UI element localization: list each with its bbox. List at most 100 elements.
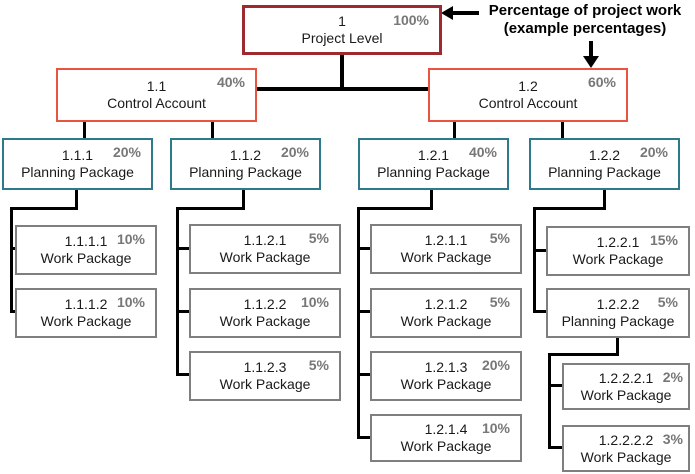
connector-branch bbox=[176, 247, 190, 250]
connector-rail bbox=[176, 207, 179, 376]
node-id: 1.1.2 bbox=[229, 147, 262, 163]
connector-stub bbox=[242, 190, 245, 210]
node-label: Work Package bbox=[400, 376, 492, 392]
node-percent: 15% bbox=[649, 232, 678, 248]
node-label: Work Package bbox=[400, 249, 492, 265]
node-percent: 40% bbox=[468, 144, 497, 160]
wbs-node-1.2.1.2: 5% 1.2.1.2 Work Package bbox=[370, 288, 522, 338]
connector-trunk bbox=[340, 55, 344, 90]
node-percent: 10% bbox=[116, 294, 145, 310]
node-id: 1.2.1.3 bbox=[424, 359, 468, 375]
node-id: 1.2.2.2 bbox=[596, 296, 640, 312]
wbs-node-1.2.2.2.1: 2% 1.2.2.2.1 Work Package bbox=[562, 363, 690, 410]
node-label: Work Package bbox=[580, 386, 672, 403]
annotation-arrow-left-shaft bbox=[452, 11, 479, 15]
annotation-line1: Percentage of project work bbox=[488, 2, 682, 19]
connector-branch bbox=[548, 446, 563, 449]
node-label: Work Package bbox=[219, 376, 311, 392]
wbs-node-1.1.2.3: 5% 1.1.2.3 Work Package bbox=[189, 351, 341, 401]
node-id: 1.1 bbox=[146, 78, 167, 94]
connector-branch bbox=[176, 310, 190, 313]
node-percent: 3% bbox=[662, 431, 683, 447]
node-label: Work Package bbox=[400, 313, 492, 329]
node-id: 1.1.2.3 bbox=[243, 359, 287, 375]
wbs-node-1.1.2: 20% 1.1.2 Planning Package bbox=[170, 138, 321, 190]
connector-branch bbox=[357, 436, 371, 439]
connector-branch bbox=[176, 373, 190, 376]
connector-elbow bbox=[548, 353, 619, 356]
connector-stub bbox=[561, 122, 564, 138]
node-label: Project Level bbox=[301, 30, 383, 46]
node-percent: 20% bbox=[280, 144, 309, 160]
node-id: 1.2.1.4 bbox=[424, 421, 468, 437]
node-label: Work Package bbox=[219, 313, 311, 329]
node-percent: 2% bbox=[662, 369, 683, 385]
node-id: 1.2.2.1 bbox=[596, 234, 640, 250]
node-percent: 10% bbox=[300, 294, 329, 310]
connector-stub bbox=[211, 122, 214, 138]
node-percent: 5% bbox=[308, 357, 329, 373]
node-label: Control Account bbox=[478, 95, 578, 111]
connector-branch bbox=[10, 310, 18, 313]
node-id: 1.2.2.2.2 bbox=[598, 431, 654, 448]
node-percent: 20% bbox=[481, 357, 510, 373]
wbs-node-1.1.1.2: 10% 1.1.1.2 Work Package bbox=[15, 288, 157, 338]
node-label: Planning Package bbox=[21, 164, 134, 180]
connector-branch bbox=[357, 373, 371, 376]
connector-elbow bbox=[533, 207, 606, 210]
connector-elbow bbox=[10, 207, 78, 210]
node-id: 1.2.2 bbox=[588, 147, 621, 163]
annotation-arrow-down-shaft bbox=[589, 41, 593, 58]
connector-elbow bbox=[357, 207, 433, 210]
connector-elbow bbox=[176, 207, 245, 210]
wbs-node-1.1.2.1: 5% 1.1.2.1 Work Package bbox=[189, 224, 341, 274]
node-label: Work Package bbox=[219, 249, 311, 265]
node-id: 1.2.2.2.1 bbox=[598, 369, 654, 386]
connector-level2-bus bbox=[256, 87, 429, 91]
annotation-note: Percentage of project work (example perc… bbox=[478, 2, 692, 38]
node-label: Work Package bbox=[580, 448, 672, 465]
connector-rail bbox=[548, 353, 551, 449]
connector-branch bbox=[357, 247, 371, 250]
node-id: 1.2.1.1 bbox=[424, 232, 468, 248]
connector-stub bbox=[430, 190, 433, 210]
node-percent: 5% bbox=[308, 230, 329, 246]
node-id: 1.2.1.2 bbox=[424, 296, 468, 312]
connector-stub bbox=[616, 338, 619, 356]
connector-branch bbox=[533, 249, 547, 252]
node-id: 1.1.1 bbox=[61, 147, 94, 163]
node-label: Planning Package bbox=[189, 164, 302, 180]
connector-branch bbox=[357, 310, 371, 313]
node-label: Work Package bbox=[40, 250, 132, 266]
node-label: Planning Package bbox=[561, 313, 675, 329]
wbs-node-1.2.2.2.2: 3% 1.2.2.2.2 Work Package bbox=[562, 425, 690, 472]
node-percent: 5% bbox=[657, 294, 678, 310]
connector-stub bbox=[453, 122, 456, 138]
connector-stub bbox=[83, 122, 86, 138]
node-id: 1.2 bbox=[518, 78, 538, 94]
wbs-node-1.2.2: 20% 1.2.2 Planning Package bbox=[529, 138, 680, 190]
annotation-arrow-down-icon bbox=[583, 56, 599, 68]
wbs-node-1.2.2.1: 15% 1.2.2.1 Work Package bbox=[546, 226, 690, 276]
node-id: 1.1.2.2 bbox=[243, 296, 287, 312]
wbs-node-1.2.1.4: 10% 1.2.1.4 Work Package bbox=[370, 414, 522, 462]
connector-rail bbox=[10, 207, 13, 313]
wbs-node-1.1.1: 20% 1.1.1 Planning Package bbox=[2, 138, 153, 190]
connector-stub bbox=[75, 190, 78, 210]
node-label: Work Package bbox=[572, 251, 664, 267]
wbs-node-1.2.1.3: 20% 1.2.1.3 Work Package bbox=[370, 351, 522, 401]
node-percent: 20% bbox=[639, 144, 668, 160]
annotation-line2: (example percentages) bbox=[503, 20, 667, 37]
node-id: 1.1.1.2 bbox=[64, 296, 108, 312]
node-percent: 10% bbox=[481, 420, 510, 436]
connector-branch bbox=[533, 310, 547, 313]
wbs-node-1.1: 40% 1.1 Control Account bbox=[56, 68, 257, 122]
connector-rail bbox=[357, 207, 360, 439]
wbs-node-1.2.1.1: 5% 1.2.1.1 Work Package bbox=[370, 224, 522, 274]
node-id: 1.1.1.1 bbox=[64, 233, 108, 249]
node-percent: 5% bbox=[489, 294, 510, 310]
connector-branch bbox=[548, 384, 563, 387]
node-label: Planning Package bbox=[548, 164, 661, 180]
node-label: Work Package bbox=[40, 313, 132, 329]
